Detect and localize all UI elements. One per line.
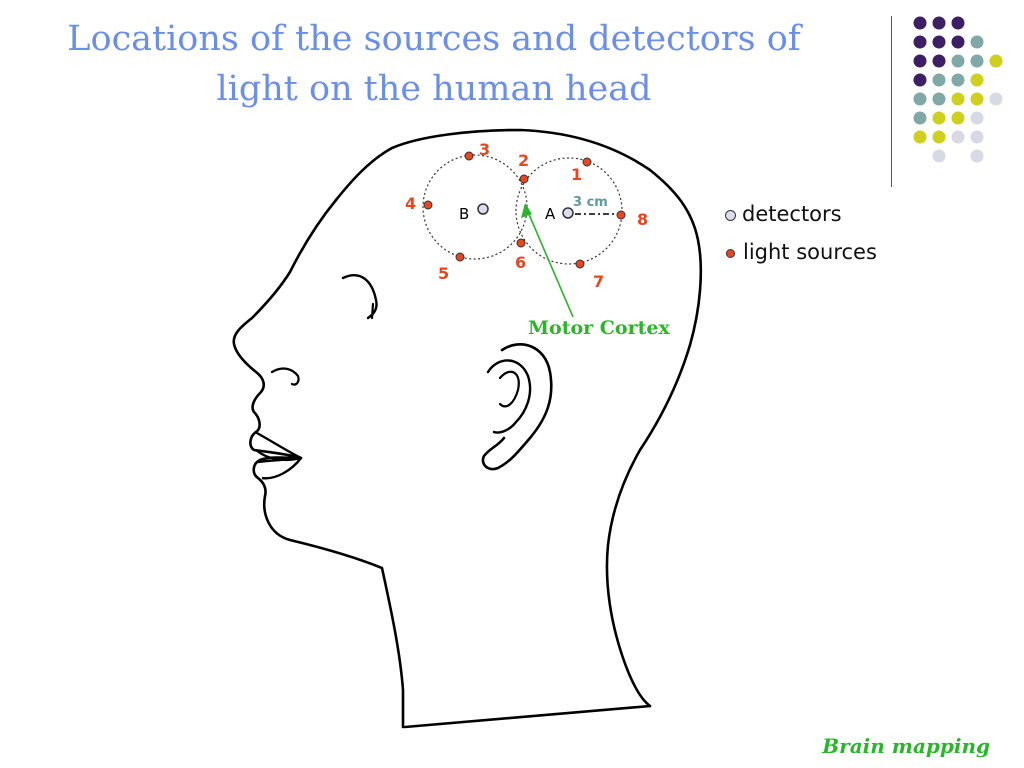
source-number-7: 7 <box>593 272 604 291</box>
deco-dot <box>970 92 984 106</box>
motor-cortex-label: Motor Cortex <box>528 317 670 339</box>
light-source-5 <box>455 252 465 262</box>
footer-caption: Brain mapping <box>822 734 990 758</box>
ear-inner <box>486 359 532 434</box>
deco-dot <box>951 16 965 30</box>
source-number-1: 1 <box>571 165 582 184</box>
deco-dot <box>913 111 927 125</box>
detector-a <box>562 207 574 219</box>
deco-dot <box>951 54 965 68</box>
head-outline <box>232 128 703 729</box>
light-source-6 <box>516 238 526 248</box>
deco-dot <box>932 149 946 163</box>
neck-base <box>403 704 652 729</box>
deco-dot <box>970 149 984 163</box>
source-number-3: 3 <box>479 140 490 159</box>
deco-dot <box>970 35 984 49</box>
deco-dot <box>970 130 984 144</box>
source-number-2: 2 <box>518 151 529 170</box>
detector-legend-icon <box>725 209 736 221</box>
motor-cortex-arrowhead <box>521 203 532 218</box>
light-source-2 <box>519 174 529 184</box>
legend-detectors-label: detectors <box>742 202 842 226</box>
ear-fold <box>498 370 520 408</box>
detector-a-label: A <box>545 205 556 223</box>
legend-detectors: detectors <box>725 202 842 226</box>
deco-dot <box>932 73 946 87</box>
light-source-4 <box>423 200 433 210</box>
deco-dot <box>970 73 984 87</box>
deco-dot <box>970 111 984 125</box>
light-source-7 <box>575 259 585 269</box>
deco-dot <box>951 73 965 87</box>
measurement-circle-b <box>422 154 528 260</box>
deco-dot <box>989 92 1003 106</box>
distance-label: 3 cm <box>573 195 608 210</box>
title-line-2: light on the human head <box>216 69 652 109</box>
deco-dot <box>913 130 927 144</box>
deco-dot <box>970 54 984 68</box>
ear-outer <box>481 343 553 471</box>
deco-dot <box>932 92 946 106</box>
eye-lash <box>370 302 375 320</box>
deco-dot <box>932 111 946 125</box>
deco-dot <box>951 130 965 144</box>
source-number-6: 6 <box>515 253 526 272</box>
deco-dot <box>951 111 965 125</box>
light-source-1 <box>582 157 592 167</box>
deco-dot <box>932 35 946 49</box>
source-legend-icon <box>726 248 735 258</box>
decorative-dot-grid <box>913 16 1003 163</box>
source-number-8: 8 <box>637 210 648 229</box>
detector-b <box>477 203 489 215</box>
lower-lip <box>257 456 303 480</box>
deco-dot <box>951 35 965 49</box>
upper-lip <box>254 430 303 462</box>
light-source-8 <box>616 210 626 220</box>
deco-dot <box>951 92 965 106</box>
deco-dot <box>913 54 927 68</box>
source-number-4: 4 <box>405 194 416 213</box>
decorative-divider <box>891 16 892 187</box>
legend-light-sources-label: light sources <box>743 240 877 264</box>
title-line-1: Locations of the sources and detectors o… <box>67 19 801 59</box>
deco-dot <box>989 54 1003 68</box>
light-source-3 <box>464 151 474 161</box>
motor-cortex-pointer <box>527 211 574 318</box>
slide-title: Locations of the sources and detectors o… <box>0 14 868 114</box>
deco-dot <box>913 92 927 106</box>
deco-dot <box>932 130 946 144</box>
deco-dot <box>913 35 927 49</box>
detector-b-label: B <box>459 205 469 223</box>
source-number-5: 5 <box>438 264 449 283</box>
deco-dot <box>913 16 927 30</box>
deco-dot <box>932 54 946 68</box>
nostril <box>270 367 300 386</box>
legend-light-sources: light sources <box>725 240 877 264</box>
deco-dot <box>913 73 927 87</box>
deco-dot <box>932 16 946 30</box>
